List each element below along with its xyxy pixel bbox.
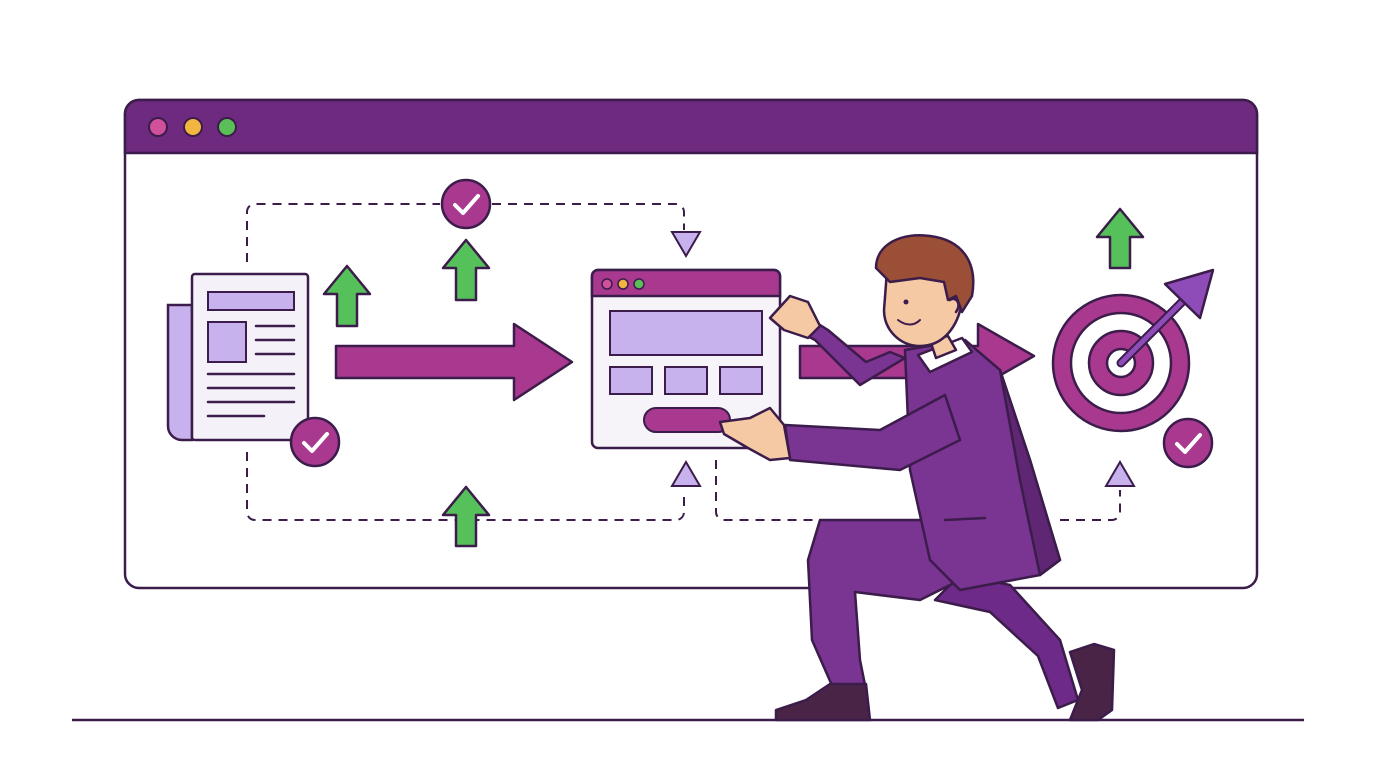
mockup-maximize-dot <box>633 278 645 290</box>
browser-title-bar <box>123 98 1259 155</box>
check-icon <box>440 178 492 230</box>
web-page-mockup <box>590 268 782 450</box>
target-icon <box>1051 268 1215 433</box>
person-hand <box>718 406 792 462</box>
check-icon <box>1162 417 1214 469</box>
mockup-card <box>609 366 653 395</box>
up-arrow-small-icon <box>670 460 702 487</box>
up-arrow-icon <box>1095 207 1145 270</box>
window-minimize-dot[interactable] <box>183 117 203 137</box>
person-hand <box>768 294 822 340</box>
window-maximize-dot[interactable] <box>217 117 237 137</box>
person-back-leg <box>933 573 1080 710</box>
check-icon <box>289 416 341 468</box>
mockup-minimize-dot <box>617 278 629 290</box>
person-illustration <box>718 234 1116 722</box>
person-front-arm <box>783 393 962 472</box>
document-icon <box>166 272 310 442</box>
down-arrow-small-icon <box>670 231 702 258</box>
mockup-card <box>664 366 708 395</box>
mockup-close-dot <box>601 278 613 290</box>
window-close-dot[interactable] <box>148 117 168 137</box>
dashed-connector-icon <box>246 203 1121 521</box>
up-arrow-icon <box>441 485 491 548</box>
up-arrow-icon <box>322 264 372 328</box>
person-shoe <box>774 682 872 722</box>
mockup-hero-block <box>609 310 763 356</box>
mockup-cta-button[interactable] <box>643 407 731 433</box>
person-shoe <box>1068 642 1116 722</box>
right-arrow-icon <box>334 322 574 402</box>
up-arrow-icon <box>441 238 491 302</box>
person-hair <box>874 234 975 314</box>
mockup-card <box>719 366 763 395</box>
up-arrow-small-icon <box>1104 460 1136 487</box>
